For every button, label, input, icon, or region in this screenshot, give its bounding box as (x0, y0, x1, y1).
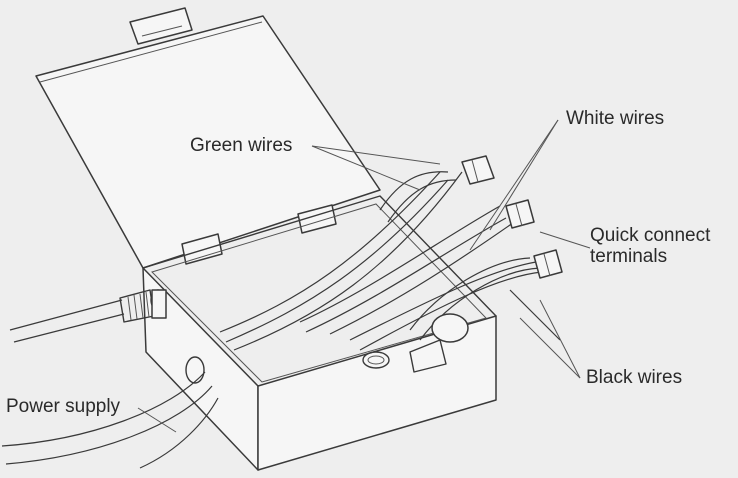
threaded-connector (9, 289, 167, 343)
black-wires-label: Black wires (586, 367, 683, 388)
quick-connect-terminal (533, 249, 563, 279)
quick-connect-terminal (505, 199, 535, 229)
wire-nut (409, 313, 469, 373)
green-wires-label: Green wires (190, 135, 293, 156)
box-body (142, 195, 497, 471)
quick-connect-label-line1: Quick connect (590, 225, 711, 246)
box-lid (35, 7, 381, 269)
quick-connect-label-line2: terminals (590, 246, 668, 267)
front-knockout (362, 351, 390, 369)
leader-lines (137, 119, 591, 433)
power-supply-label: Power supply (6, 396, 121, 417)
quick-connect-terminal (461, 155, 495, 185)
power-supply-cable (1, 371, 219, 469)
wire-bundle (219, 171, 561, 351)
white-wires-label: White wires (566, 108, 665, 129)
